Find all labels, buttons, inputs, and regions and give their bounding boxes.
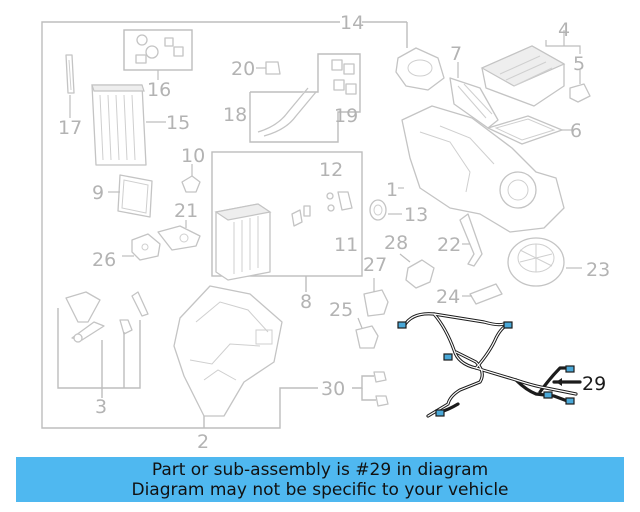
part-1-hvac-case bbox=[398, 105, 565, 233]
part-15-heater-core bbox=[91, 84, 166, 166]
banner-line-disclaimer: Diagram may not be specific to your vehi… bbox=[131, 479, 509, 500]
callout-21: 21 bbox=[174, 200, 198, 222]
callout-18: 18 bbox=[223, 104, 247, 126]
callout-26: 26 bbox=[92, 249, 116, 271]
part-25-actuator bbox=[355, 317, 379, 349]
part-16-clip-kit bbox=[123, 29, 193, 80]
part-20-clip bbox=[256, 61, 281, 75]
part-23-blower-motor bbox=[507, 237, 582, 287]
callout-25: 25 bbox=[329, 299, 353, 321]
part-7-bracket bbox=[449, 62, 499, 129]
part-21-actuator bbox=[157, 220, 201, 251]
part-9-seal bbox=[108, 174, 153, 218]
callout-28: 28 bbox=[384, 232, 408, 254]
callout-3: 3 bbox=[95, 396, 107, 418]
callout-1: 1 bbox=[386, 179, 398, 201]
part-6-cabin-filter bbox=[487, 115, 572, 145]
part-18-pipes bbox=[249, 53, 361, 143]
part-28-resistor bbox=[399, 253, 435, 289]
part-29-wiring-harness bbox=[397, 312, 582, 418]
callout-16: 16 bbox=[147, 79, 171, 101]
part-3-linkage-set bbox=[57, 291, 149, 398]
callout-8: 8 bbox=[300, 291, 312, 313]
callout-6: 6 bbox=[570, 120, 582, 142]
part-27-actuator bbox=[363, 278, 389, 317]
callout-14: 14 bbox=[340, 12, 364, 34]
parts-diagram: 1 2 3 4 5 6 7 8 9 10 11 12 13 14 15 16 1… bbox=[41, 12, 610, 453]
callout-11: 11 bbox=[334, 234, 358, 256]
part-30-clips bbox=[352, 371, 389, 407]
part-10-sensor bbox=[181, 164, 201, 193]
callout-9: 9 bbox=[92, 182, 104, 204]
callout-27: 27 bbox=[363, 254, 387, 276]
callout-20: 20 bbox=[231, 58, 255, 80]
info-banner: Part or sub-assembly is #29 in diagram D… bbox=[16, 457, 624, 502]
part-13-grommet bbox=[369, 199, 402, 221]
callout-5: 5 bbox=[573, 53, 585, 75]
part-8-evaporator-group bbox=[211, 151, 363, 292]
part-22-bracket bbox=[459, 213, 483, 267]
callout-2: 2 bbox=[197, 431, 209, 453]
part-4-intake-housing bbox=[480, 30, 581, 107]
banner-line-part-number: Part or sub-assembly is #29 in diagram bbox=[151, 459, 489, 480]
part-2-lower-housing bbox=[173, 285, 283, 417]
callout-24: 24 bbox=[436, 286, 460, 308]
part-17-bracket bbox=[65, 54, 75, 118]
callout-10: 10 bbox=[181, 145, 205, 167]
part-5-actuator bbox=[569, 70, 591, 103]
part-24-connector bbox=[462, 283, 503, 305]
callout-15: 15 bbox=[166, 112, 190, 134]
callout-30: 30 bbox=[321, 378, 345, 400]
callout-19: 19 bbox=[334, 105, 358, 127]
callout-29: 29 bbox=[582, 373, 606, 395]
callout-22: 22 bbox=[437, 234, 461, 256]
callout-4: 4 bbox=[558, 19, 570, 41]
callout-13: 13 bbox=[404, 204, 428, 226]
callout-17: 17 bbox=[58, 117, 82, 139]
part-26-actuator bbox=[122, 233, 161, 261]
callout-23: 23 bbox=[586, 259, 610, 281]
callout-12: 12 bbox=[319, 159, 343, 181]
part-14-seal bbox=[395, 47, 445, 91]
callout-7: 7 bbox=[450, 43, 462, 65]
